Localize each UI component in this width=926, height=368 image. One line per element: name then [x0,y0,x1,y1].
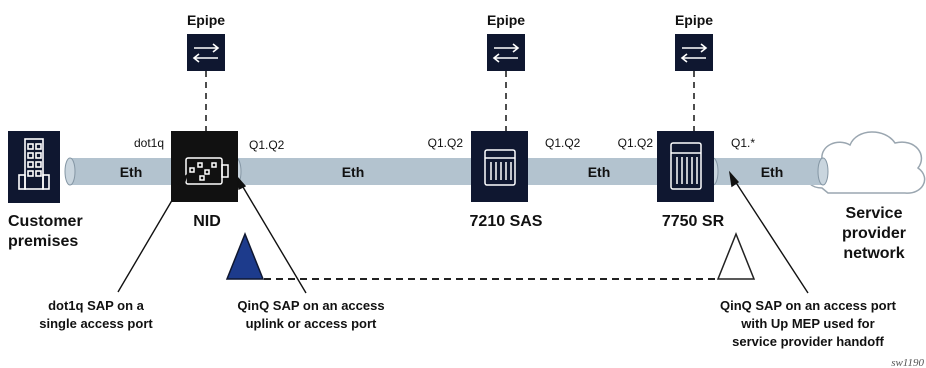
figure-id: sw1190 [891,357,924,368]
nid-device-icon [171,131,238,202]
callout-dot1q-line1: dot1q SAP on a [48,298,145,313]
nid-label: NID [193,213,221,230]
eth-pipe-sas-sr [522,158,665,185]
encap-sas-right: Q1.Q2 [545,136,581,150]
encap-nid-left: dot1q [134,136,164,150]
eth-label-4: Eth [761,164,784,180]
epipe-service-boxes [187,34,713,71]
callout-arrows [117,170,809,294]
eth-label-3: Eth [588,164,611,180]
encap-sr-left: Q1.Q2 [618,136,654,150]
callout-qinq-nid-line1: QinQ SAP on an access [237,298,384,313]
epipe-connectors [205,71,695,131]
eth-label-2: Eth [342,164,365,180]
callout-qinq-sr-line1: QinQ SAP on an access port [720,298,897,313]
sr-7750-device-icon [657,131,714,202]
encap-sr-right: Q1.* [731,136,755,150]
epipe-label-sas: Epipe [487,12,525,28]
sas-7210-device-icon [471,131,528,202]
customer-label-line2: premises [8,233,78,250]
callout-qinq-sr-line3: service provider handoff [732,334,884,349]
eth-label-1: Eth [120,164,143,180]
epipe-label-nid: Epipe [187,12,225,28]
callout-qinq-nid-line2: uplink or access port [246,316,377,331]
sr-label: 7750 SR [662,213,725,230]
eth-links [64,157,829,186]
provider-label-line2: provider [842,225,906,242]
customer-building-icon [8,131,60,203]
eth-pipe-nid-sas [236,158,479,185]
down-mep-triangle [225,231,265,280]
callout-dot1q-line2: single access port [39,316,153,331]
provider-label-line3: network [843,245,904,262]
epipe-label-sr: Epipe [675,12,713,28]
callout-qinq-sr-line2: with Up MEP used for [740,316,874,331]
encap-sas-left: Q1.Q2 [428,136,464,150]
customer-label-line1: Customer [8,213,83,230]
up-mep-triangle [716,231,756,280]
encap-nid-right: Q1.Q2 [249,138,285,152]
sas-label: 7210 SAS [470,213,543,230]
eth-pipe-customer-nid [70,158,188,185]
provider-label-line1: Service [846,205,903,222]
